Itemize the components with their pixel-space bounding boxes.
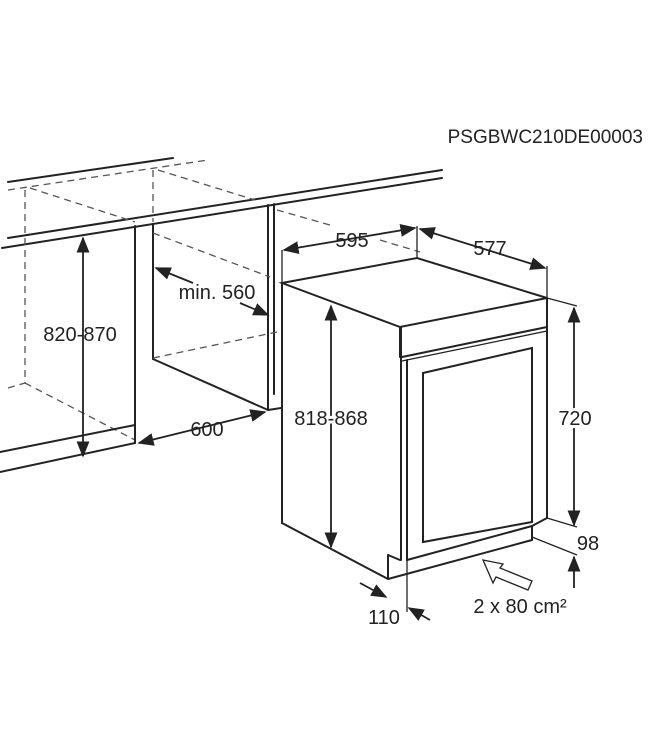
labels: PSGBWC210DE00003 820-870 min. 560 600 59… [43,127,643,629]
label-door-height: 720 [558,408,591,430]
label-ventilation: 2 x 80 cm² [473,596,567,618]
label-appliance-depth: 577 [473,238,506,260]
label-appliance-height: 818-868 [294,408,367,430]
drawing-code: PSGBWC210DE00003 [448,127,643,148]
label-niche-min-width: min. 560 [179,282,256,304]
label-appliance-width: 595 [335,230,368,252]
ventilation-arrow-icon [481,559,533,591]
label-plinth-height: 98 [577,533,599,555]
dimension-lines [76,224,581,621]
appliance [278,256,548,580]
door-glass [422,346,533,544]
label-niche-height: 820-870 [43,324,116,346]
label-niche-depth: 600 [190,419,223,441]
label-plinth-setback: 110 [368,607,400,629]
